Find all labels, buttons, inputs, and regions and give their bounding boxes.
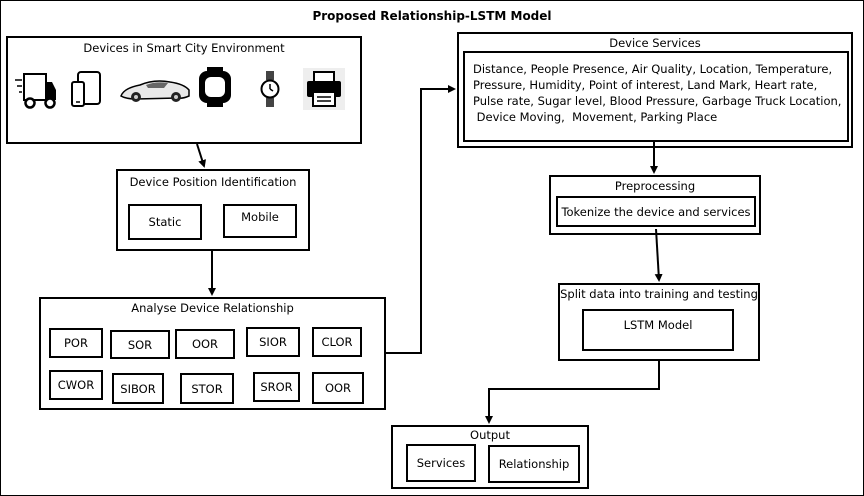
devices-box: Devices in Smart City Environment [6,36,362,144]
services-list-box: Distance, People Presence, Air Quality, … [463,51,849,142]
truck-icon [15,73,56,109]
services-title: Device Services [609,36,701,50]
services-list: Distance, People Presence, Air Quality, … [473,61,841,125]
relation-sior: SIOR [246,327,300,357]
relation-por: POR [49,328,103,358]
arrow-relationship-to-services [386,85,456,354]
mobile-box: Mobile [223,204,297,238]
split-title: Split data into training and testing [560,287,758,301]
output-services-box: Services [406,444,476,482]
wristwatch-icon [260,71,280,107]
preprocessing-title: Preprocessing [614,179,696,193]
relation-sibor: SIBOR [112,373,164,404]
relation-sror: SROR [253,372,300,402]
relation-sor: SOR [110,330,170,359]
relation-cwor: CWOR [49,370,103,400]
services-line-1: Distance, People Presence, Air Quality, … [473,62,833,76]
output-title: Output [470,428,510,442]
tokenize-box: Tokenize the device and services [556,196,756,227]
static-box: Static [128,204,202,240]
relation-stor: STOR [180,373,234,404]
printer-icon [303,68,345,110]
relationship-title: Analyse Device Relationship [131,301,294,315]
services-line-3: Pulse rate, Sugar level, Blood Pressure,… [473,94,842,108]
arrow-split-to-output [485,361,660,424]
position-title: Device Position Identification [129,175,297,189]
lstm-model-box: LSTM Model [582,309,734,351]
services-line-4: Device Moving, Movement, Parking Place [473,110,718,124]
diagram-title: Proposed Relationship-LSTM Model [312,9,552,23]
arrow-preprocessing-to-split [654,228,663,282]
relation-oor-2: OOR [312,372,364,404]
relation-clor: CLOR [312,327,362,357]
arrow-devices-to-position [196,143,206,168]
tablet-icon [71,71,101,107]
car-icon [120,80,190,102]
relation-oor: OOR [175,329,235,359]
services-line-2: Pressure, Humidity, Point of interest, L… [473,78,818,92]
devices-title: Devices in Smart City Environment [83,41,285,55]
smartwatch-icon [199,67,231,107]
output-relationship-box: Relationship [488,445,580,483]
